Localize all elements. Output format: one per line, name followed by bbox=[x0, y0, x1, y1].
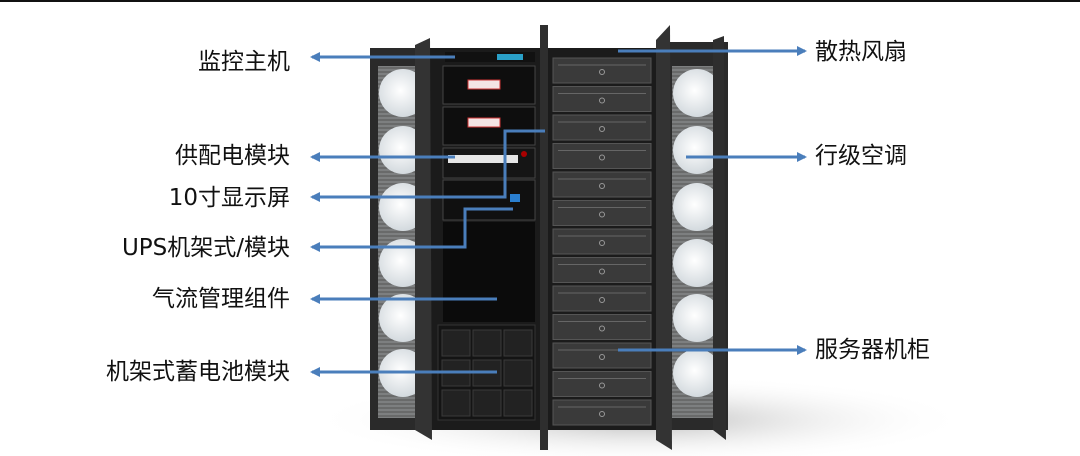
server-unit bbox=[552, 371, 652, 397]
distribution-panel bbox=[448, 155, 518, 163]
label-monitor-host: 监控主机 bbox=[198, 49, 290, 75]
battery-cell bbox=[441, 329, 471, 357]
center-door bbox=[540, 25, 548, 450]
server-unit bbox=[552, 342, 652, 369]
server-logo bbox=[599, 382, 605, 389]
battery-cell bbox=[503, 359, 533, 387]
server-logo bbox=[599, 69, 605, 75]
server-logo bbox=[599, 297, 605, 303]
battery-cell bbox=[472, 329, 502, 357]
server-logo bbox=[599, 183, 605, 189]
server-unit bbox=[552, 86, 652, 112]
display-screen bbox=[510, 194, 520, 202]
server-logo bbox=[599, 354, 605, 360]
server-logo bbox=[599, 411, 605, 417]
ups-unit bbox=[442, 179, 536, 221]
label-power-module: 供配电模块 bbox=[175, 143, 290, 169]
server-unit bbox=[552, 285, 652, 312]
leader-line-ups bbox=[310, 207, 513, 252]
label-ups: UPS机架式/模块 bbox=[121, 235, 290, 261]
right-door bbox=[656, 25, 672, 450]
leader-line-display bbox=[310, 129, 545, 202]
server-logo bbox=[599, 268, 605, 275]
label-server-cabinet: 服务器机柜 bbox=[815, 337, 930, 363]
server-unit bbox=[552, 200, 652, 226]
label-fans: 散热风扇 bbox=[815, 39, 907, 65]
label-display: 10寸显示屏 bbox=[168, 185, 290, 211]
battery-cell bbox=[503, 329, 533, 357]
fan-icon bbox=[673, 239, 721, 287]
server-unit bbox=[552, 57, 652, 84]
label-row-ac: 行级空调 bbox=[815, 143, 907, 169]
battery-cell bbox=[472, 389, 502, 417]
battery-cell bbox=[441, 389, 471, 417]
battery-cell bbox=[503, 389, 533, 417]
server-unit bbox=[552, 114, 652, 141]
server-unit bbox=[552, 257, 652, 283]
server-unit bbox=[552, 143, 652, 169]
fan-icon bbox=[673, 126, 721, 174]
airflow-area bbox=[443, 222, 535, 322]
server-unit bbox=[552, 314, 652, 340]
fan-icon bbox=[673, 183, 721, 231]
monitor-host-unit bbox=[445, 52, 535, 62]
server-logo bbox=[599, 325, 605, 332]
server-unit bbox=[552, 171, 652, 198]
fan-icon bbox=[673, 69, 721, 117]
label-airflow: 气流管理组件 bbox=[152, 286, 290, 312]
server-logo bbox=[599, 154, 605, 161]
server-unit bbox=[552, 399, 652, 426]
monitor-screen bbox=[497, 54, 523, 60]
fan-icon bbox=[673, 349, 721, 397]
label-battery: 机架式蓄电池模块 bbox=[106, 359, 290, 385]
power-label bbox=[467, 79, 501, 90]
power-label bbox=[467, 117, 501, 128]
indicator bbox=[521, 151, 527, 157]
server-logo bbox=[599, 240, 605, 246]
fan-icon bbox=[673, 294, 721, 342]
server-logo bbox=[599, 97, 605, 104]
top-border bbox=[0, 0, 1080, 2]
server-unit bbox=[552, 228, 652, 255]
server-logo bbox=[599, 211, 605, 218]
server-logo bbox=[599, 126, 605, 132]
left-door bbox=[415, 38, 432, 440]
side-door bbox=[713, 36, 726, 440]
